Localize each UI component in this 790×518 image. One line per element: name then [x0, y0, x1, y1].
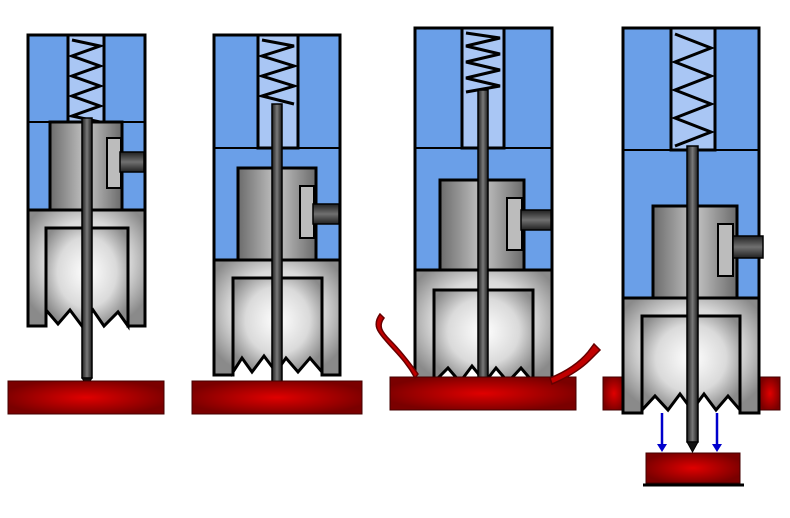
arbor-slot	[506, 197, 523, 251]
compression-spring-icon	[66, 38, 106, 124]
workpiece-right	[759, 376, 781, 411]
chip-left	[375, 312, 419, 380]
set-screw-icon	[520, 209, 552, 231]
workpiece	[191, 380, 363, 415]
stage-3	[375, 26, 602, 411]
workpiece	[7, 380, 165, 415]
pilot-drill-tip	[686, 441, 699, 454]
ejected-plug	[645, 452, 741, 484]
stage-1	[7, 33, 165, 415]
pilot-drill	[686, 145, 699, 443]
arbor-slot	[106, 137, 122, 189]
chip-right	[549, 342, 602, 386]
workpiece	[389, 376, 577, 411]
stage-4	[602, 26, 781, 487]
compression-spring-icon	[670, 32, 716, 148]
pilot-drill	[271, 103, 283, 383]
compression-spring-icon	[465, 31, 501, 94]
arbor-slot	[717, 223, 734, 277]
pilot-drill	[81, 117, 93, 379]
arbor-slot	[299, 185, 315, 239]
stage-2	[191, 33, 363, 415]
pilot-drill	[477, 89, 489, 381]
compression-spring-icon	[256, 38, 300, 106]
down-arrow-icon	[712, 413, 722, 452]
set-screw-icon	[119, 151, 145, 173]
set-screw-icon	[732, 235, 764, 259]
down-arrow-icon	[657, 413, 667, 452]
set-screw-icon	[312, 203, 340, 225]
